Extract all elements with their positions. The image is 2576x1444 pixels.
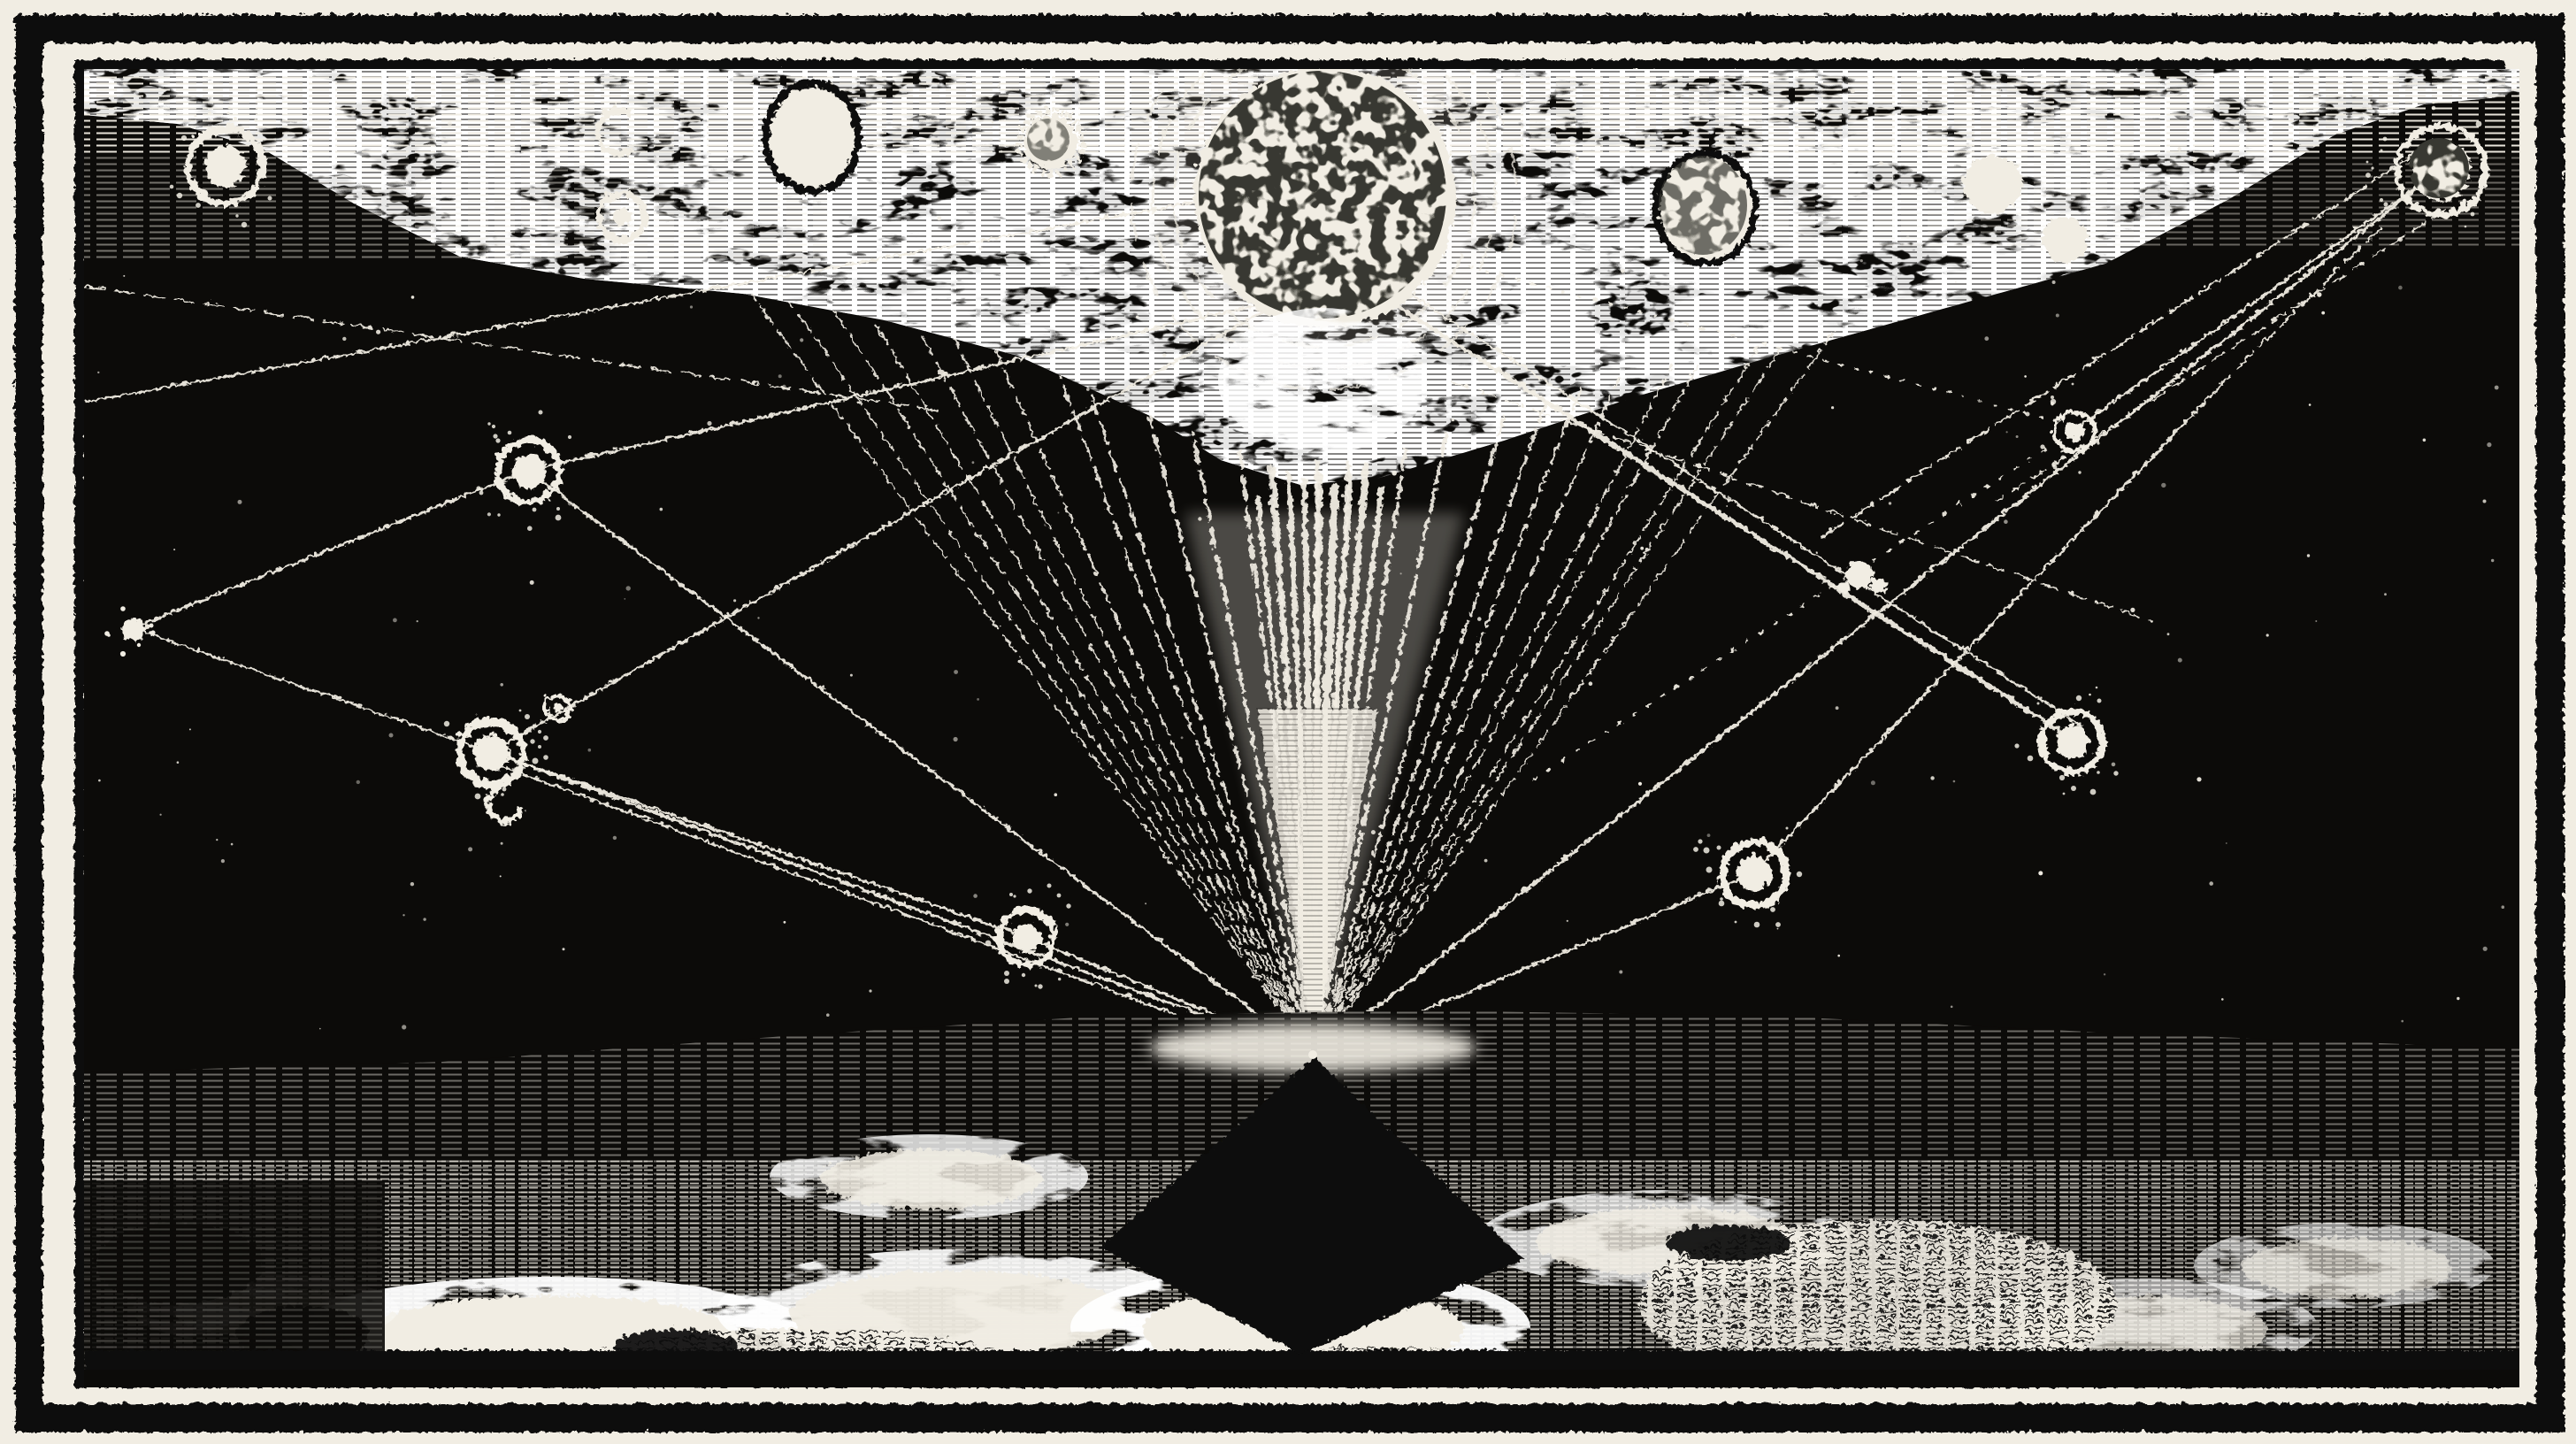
celestial-body-cloud-blob-a <box>1961 152 2020 211</box>
celestial-bodies <box>104 69 2487 989</box>
ray <box>525 467 1315 1056</box>
ray <box>1812 145 2424 542</box>
celestial-body-great-sun <box>1128 69 1517 453</box>
celestial-body-stippled-disc <box>1650 147 1756 264</box>
ray <box>487 749 1315 1056</box>
celestial-body-ringed-star-top-left <box>169 106 272 228</box>
celestial-body-crescent-left-lower <box>482 782 523 823</box>
celestial-body-planet-right-low <box>1693 826 1803 928</box>
celestial-body-cloud-blob-b <box>2040 214 2086 260</box>
ray <box>129 625 491 752</box>
ray <box>487 749 1026 937</box>
frame-outer-band <box>13 13 2563 1431</box>
ray <box>129 467 528 628</box>
ray <box>1393 282 2082 726</box>
ray <box>1377 292 2073 740</box>
celestial-body-ringlet-on-ray <box>540 690 571 720</box>
diamond-silhouette <box>1098 1056 1522 1353</box>
celestial-body-ringlet-under-crescent <box>593 188 646 241</box>
ray-network <box>84 145 2444 1056</box>
ray <box>1750 372 2231 873</box>
celestial-body-outlined-disc <box>759 76 860 193</box>
celestial-body-crescent-upper <box>592 104 631 154</box>
bright-beam-core <box>1185 513 1464 1060</box>
celestial-body-planet-left-lower <box>443 709 548 807</box>
diamond-apex-glint <box>1308 1050 1317 1059</box>
celestial-body-comet-cluster <box>1835 558 1884 591</box>
celestial-body-ringed-star-top-right <box>2365 101 2487 234</box>
ray <box>1529 427 2074 780</box>
ray <box>487 295 1286 752</box>
white-cloud <box>2194 1223 2495 1308</box>
hatched-cloud <box>1637 1217 2114 1385</box>
ray <box>1467 264 2063 423</box>
dark-cloud-blob <box>1663 1223 1787 1258</box>
convergence-flare <box>1149 1024 1476 1071</box>
celestial-body-planet-right-mid <box>2014 686 2119 795</box>
ray <box>1994 207 2444 501</box>
ray <box>84 180 1302 402</box>
white-cloud <box>770 1134 1088 1219</box>
ray <box>84 284 939 410</box>
ray <box>2227 224 2381 375</box>
ray <box>525 292 1302 471</box>
ray <box>2070 166 2441 431</box>
celestial-body-planet-left-upper <box>476 410 572 521</box>
celestial-body-planet-right-upper <box>2025 382 2102 474</box>
celestial-body-planet-center-low <box>985 883 1071 989</box>
celestial-body-ragged-ring-disc <box>1013 104 1084 175</box>
celestial-body-spark-left <box>104 606 156 657</box>
ray <box>494 761 1276 1051</box>
